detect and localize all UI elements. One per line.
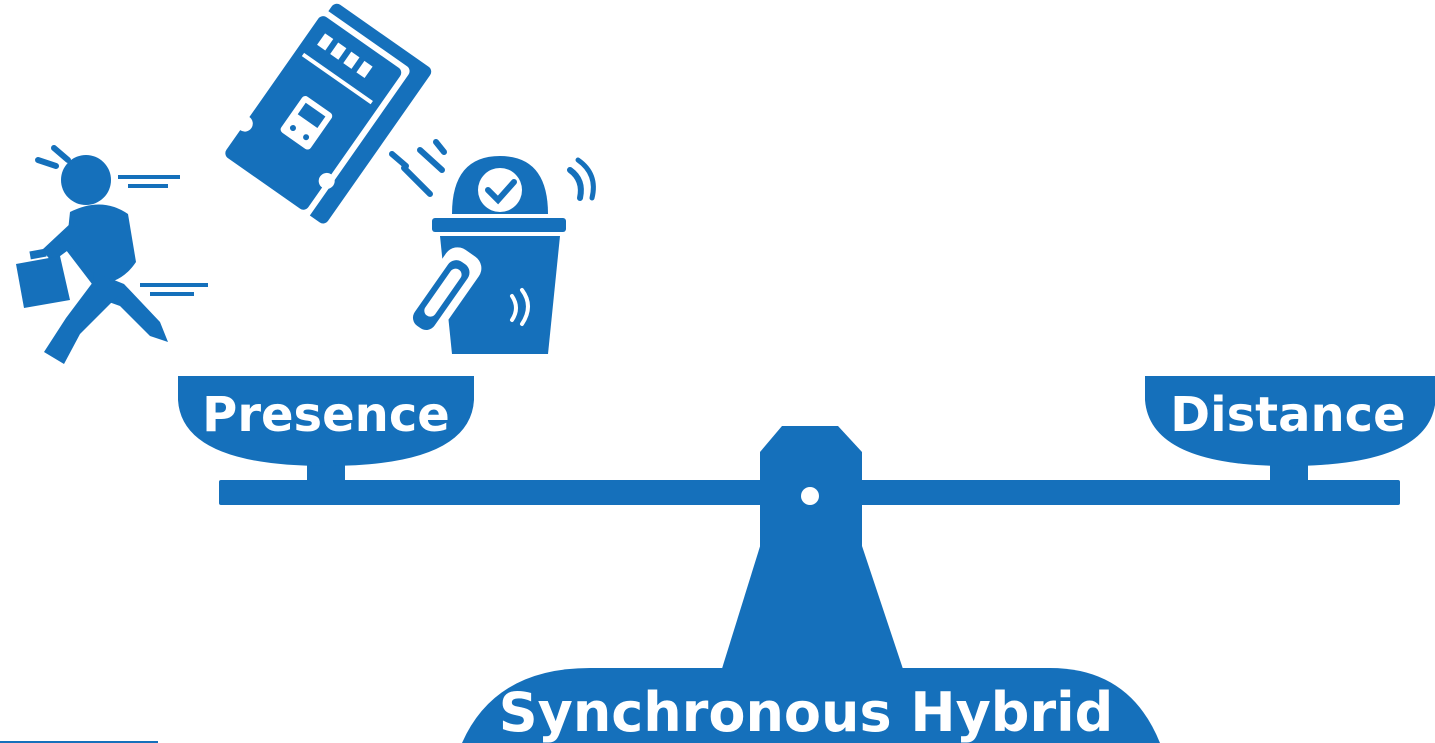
scale-base (462, 668, 1160, 743)
left-pan-label: Presence (202, 387, 450, 443)
travel-tickets-icon (217, 3, 432, 224)
pivot-hole (801, 487, 819, 505)
right-pan (1145, 376, 1435, 466)
trash-bin-icon (389, 139, 596, 354)
rushing-commuter-icon (16, 145, 208, 364)
scale-support (720, 540, 905, 675)
left-pan (178, 376, 474, 466)
underline-line (0, 741, 158, 743)
base-label: Synchronous Hybrid (499, 681, 1114, 743)
right-pan-label: Distance (1170, 387, 1405, 443)
